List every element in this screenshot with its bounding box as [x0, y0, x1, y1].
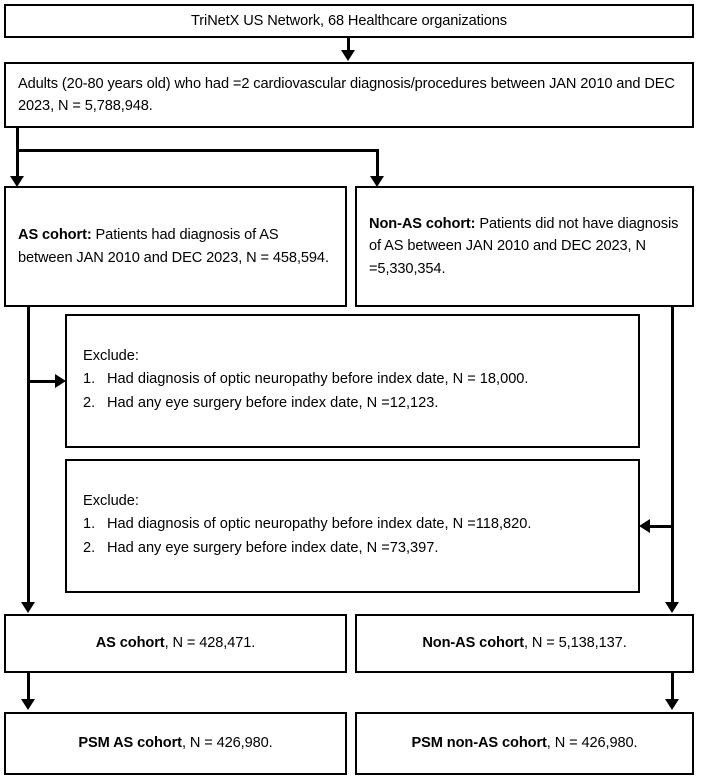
psm-non-as-text: PSM non-AS cohort, N = 426,980. — [357, 732, 692, 754]
title-box-text: TriNetX US Network, 68 Healthcare organi… — [191, 12, 507, 29]
non-as-cohort-label: Non-AS cohort: — [369, 216, 476, 233]
list-item: 2. Had any eye surgery before index date… — [67, 392, 638, 416]
exclude-non-as-heading: Exclude: — [83, 493, 139, 510]
non-as-cohort-text: Non-AS cohort: Patients did not have dia… — [357, 213, 692, 280]
connector-as-spine — [27, 307, 30, 603]
list-item: 1. Had diagnosis of optic neuropathy bef… — [67, 368, 638, 392]
arrowhead-to-as-cohort — [10, 176, 24, 187]
source-population-text: Adults (20-80 years old) who had =2 card… — [18, 75, 675, 114]
connector-split-right-drop — [376, 149, 379, 178]
connector-source-split — [16, 149, 379, 152]
psm-as-text: PSM AS cohort, N = 426,980. — [6, 732, 345, 754]
psm-as-label: PSM AS cohort — [78, 735, 182, 752]
psm-non-as-count: , N = 426,980. — [546, 735, 638, 752]
list-item: 2. Had any eye surgery before index date… — [67, 537, 638, 561]
connector-as-result-to-psm — [27, 673, 30, 701]
exclude-as-item-2-number: 2. — [83, 394, 96, 411]
non-as-result-text: Non-AS cohort, N = 5,138,137. — [357, 632, 692, 654]
arrowhead-title-to-source — [341, 50, 355, 61]
arrowhead-non-as-result-to-psm — [665, 699, 679, 710]
connector-source-stem — [16, 128, 19, 152]
as-cohort-box: AS cohort: Patients had diagnosis of AS … — [4, 186, 347, 307]
connector-non-as-to-exclude — [650, 525, 673, 528]
non-as-cohort-box: Non-AS cohort: Patients did not have dia… — [355, 186, 694, 307]
psm-as-count: , N = 426,980. — [181, 735, 273, 752]
connector-title-to-source — [347, 38, 350, 51]
exclude-non-as-item-1-number: 1. — [83, 516, 96, 533]
non-as-cohort-detail: Patients did not have diagnosis of AS be… — [369, 216, 679, 277]
arrowhead-non-as-spine-to-result — [665, 602, 679, 613]
as-result-label: AS cohort — [95, 635, 165, 652]
exclude-as-heading: Exclude: — [83, 348, 139, 365]
exclude-as-item-1-text: Had diagnosis of optic neuropathy before… — [107, 371, 529, 388]
connector-split-left-drop — [16, 149, 19, 178]
connector-as-to-exclude — [27, 380, 57, 383]
exclude-non-as-item-2-text: Had any eye surgery before index date, N… — [107, 539, 439, 556]
as-result-count: , N = 428,471. — [164, 635, 256, 652]
arrowhead-as-result-to-psm — [21, 699, 35, 710]
as-result-box: AS cohort, N = 428,471. — [4, 614, 347, 673]
exclude-non-as-item-1-text: Had diagnosis of optic neuropathy before… — [107, 516, 532, 533]
arrowhead-as-spine-to-result — [21, 602, 35, 613]
exclude-non-as-list: 1. Had diagnosis of optic neuropathy bef… — [67, 513, 638, 560]
as-result-text: AS cohort, N = 428,471. — [6, 632, 345, 654]
exclude-as-item-2-text: Had any eye surgery before index date, N… — [107, 394, 439, 411]
psm-as-box: PSM AS cohort, N = 426,980. — [4, 712, 347, 775]
connector-non-as-result-to-psm — [671, 673, 674, 701]
exclude-as-list: 1. Had diagnosis of optic neuropathy bef… — [67, 368, 638, 415]
arrowhead-to-non-as-cohort — [370, 176, 384, 187]
as-cohort-label: AS cohort: — [18, 227, 92, 244]
connector-non-as-spine — [671, 307, 674, 603]
title-box: TriNetX US Network, 68 Healthcare organi… — [4, 4, 694, 38]
exclude-as-box: Exclude: 1. Had diagnosis of optic neuro… — [65, 314, 640, 448]
exclude-non-as-box: Exclude: 1. Had diagnosis of optic neuro… — [65, 459, 640, 593]
exclude-as-item-1-number: 1. — [83, 371, 96, 388]
arrowhead-as-to-exclude — [55, 374, 66, 388]
psm-non-as-label: PSM non-AS cohort — [411, 735, 547, 752]
non-as-result-box: Non-AS cohort, N = 5,138,137. — [355, 614, 694, 673]
as-cohort-text: AS cohort: Patients had diagnosis of AS … — [6, 224, 345, 268]
non-as-result-label: Non-AS cohort — [422, 635, 524, 652]
source-population-box: Adults (20-80 years old) who had =2 card… — [4, 62, 694, 128]
list-item: 1. Had diagnosis of optic neuropathy bef… — [67, 513, 638, 537]
psm-non-as-box: PSM non-AS cohort, N = 426,980. — [355, 712, 694, 775]
exclude-non-as-item-2-number: 2. — [83, 539, 96, 556]
as-cohort-detail: Patients had diagnosis of AS between JAN… — [18, 227, 329, 266]
arrowhead-non-as-to-exclude — [639, 519, 650, 533]
non-as-result-count: , N = 5,138,137. — [523, 635, 627, 652]
